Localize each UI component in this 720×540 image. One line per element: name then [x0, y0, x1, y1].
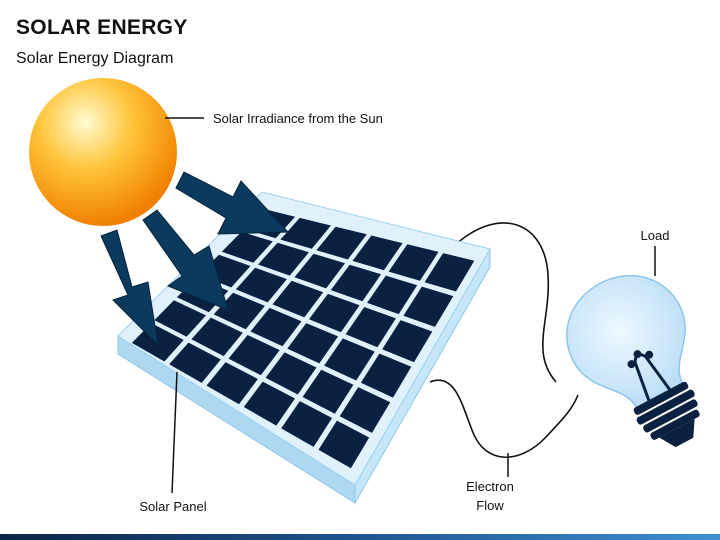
panel-cell	[382, 320, 433, 363]
panel-cell	[250, 307, 302, 347]
panel-cell	[191, 317, 243, 357]
panel-cell	[154, 300, 206, 337]
panel-cell	[324, 338, 375, 381]
panel-cell	[352, 235, 403, 271]
panel-cell	[221, 231, 273, 263]
page-subtitle: Solar Energy Diagram	[16, 50, 174, 67]
panel-cell	[318, 420, 370, 469]
sun-icon	[29, 78, 177, 226]
panel-cell	[388, 244, 439, 281]
wire-top	[454, 222, 557, 383]
wire-bottom	[429, 379, 579, 458]
panel-cell	[258, 242, 309, 276]
label-electron: Electron	[466, 479, 514, 494]
panel-cell	[265, 352, 317, 395]
panel-cell	[424, 253, 475, 292]
panel-leader-line	[171, 371, 178, 494]
panel-cell	[302, 369, 354, 414]
arrow-icon	[100, 229, 159, 347]
panel-cell	[243, 381, 295, 426]
panel-cell	[280, 217, 331, 249]
panel-cell	[360, 353, 412, 398]
panel-cell	[339, 387, 391, 433]
panel-cell	[345, 307, 396, 348]
label-sun: Solar Irradiance from the Sun	[213, 111, 383, 126]
ray-arrows	[100, 171, 290, 347]
panel-cells	[131, 209, 475, 469]
label-flow: Flow	[476, 498, 504, 513]
panel-cell	[272, 280, 324, 318]
panel-cell	[206, 362, 258, 405]
panel-cell	[287, 323, 339, 364]
arrow-icon	[142, 209, 229, 311]
panel-cell	[235, 267, 287, 303]
panel-cell	[294, 253, 345, 289]
panel-cell	[316, 226, 367, 260]
panel-cell	[228, 335, 280, 376]
panel-cell	[403, 286, 454, 327]
label-load: Load	[641, 228, 670, 243]
panel-cell	[309, 293, 360, 333]
panel-cell	[169, 342, 221, 383]
panel-cell	[330, 264, 382, 302]
panel-cell	[367, 275, 418, 315]
panel-cell	[281, 401, 333, 447]
bottom-accent-bar	[0, 534, 720, 540]
label-solar-panel: Solar Panel	[139, 499, 206, 514]
panel-cell	[213, 292, 265, 330]
arrow-icon	[175, 171, 290, 235]
light-bulb-icon	[566, 274, 700, 448]
page-title: SOLAR ENERGY	[16, 16, 188, 39]
